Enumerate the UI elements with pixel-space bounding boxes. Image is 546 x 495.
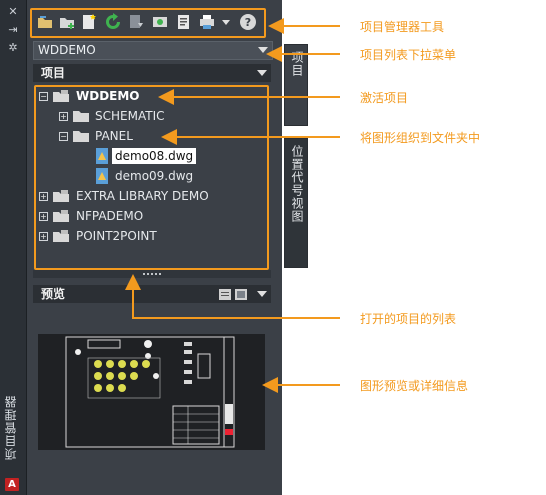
preview-header-label: 预览: [41, 287, 66, 301]
callout-dropdown: 项目列表下拉菜单: [360, 48, 457, 62]
rebuild-icon[interactable]: [151, 13, 169, 31]
dropdown-arrow-icon[interactable]: [221, 13, 231, 31]
projects-header-label: 项目: [41, 66, 66, 80]
project-toolbar: ?: [34, 11, 262, 35]
tree-item-label: PANEL: [95, 129, 133, 143]
project-tree: − WDDEMO + SCHEMATIC − PANEL demo08.dwg …: [33, 82, 271, 268]
expand-icon[interactable]: +: [59, 112, 68, 121]
open-project-icon[interactable]: [36, 13, 54, 31]
project-folder-icon: [53, 190, 69, 202]
project-folder-icon: [53, 230, 69, 242]
help-icon[interactable]: ?: [239, 13, 257, 31]
tab-location-label: 位置代号视图: [290, 145, 304, 223]
expand-icon[interactable]: +: [39, 232, 48, 241]
tree-item-label: POINT2POINT: [76, 229, 157, 243]
drawing-file-icon: [96, 148, 108, 164]
settings-icon[interactable]: ✲: [8, 41, 18, 54]
collapse-icon[interactable]: −: [39, 92, 48, 101]
refresh-icon[interactable]: [104, 13, 122, 31]
callout-toolbar: 项目管理器工具: [360, 20, 445, 34]
project-folder-icon: [53, 210, 69, 222]
callout-organize: 将图形组织到文件夹中: [360, 131, 481, 145]
project-list-dropdown[interactable]: WDDEMO: [33, 41, 273, 60]
details-view-icon[interactable]: [219, 289, 231, 300]
expand-icon[interactable]: +: [39, 192, 48, 201]
toolbar-highlight: [30, 8, 266, 38]
autohide-icon[interactable]: ⇥: [8, 23, 18, 36]
panel-splitter[interactable]: [33, 270, 271, 278]
projects-section-header[interactable]: 项目: [33, 64, 271, 82]
drawing-file-icon: [96, 168, 108, 184]
new-drawing-icon[interactable]: [80, 13, 98, 31]
callout-active-project: 激活项目: [360, 91, 409, 105]
folder-icon: [73, 131, 89, 142]
chevron-down-icon[interactable]: [257, 291, 267, 298]
tab-project[interactable]: 项目: [284, 44, 308, 126]
chevron-down-icon[interactable]: [257, 70, 267, 77]
tab-project-label: 项目: [290, 51, 304, 77]
drawing-preview: [38, 334, 265, 450]
expand-icon[interactable]: +: [39, 212, 48, 221]
callout-open-list: 打开的项目的列表: [360, 312, 457, 326]
project-folder-icon: [53, 90, 69, 102]
tree-item-label: EXTRA LIBRARY DEMO: [76, 189, 209, 203]
grip-icon: [143, 273, 161, 277]
tree-item-label: demo08.dwg: [112, 148, 197, 164]
callout-preview: 图形预览或详细信息: [360, 379, 469, 393]
collapse-icon[interactable]: −: [59, 132, 68, 141]
chevron-down-icon: [258, 47, 268, 53]
preview-view-icon[interactable]: [235, 289, 247, 300]
tree-item-label: SCHEMATIC: [95, 109, 165, 123]
drawing-thumbnail: [65, 336, 235, 448]
properties-icon[interactable]: [175, 13, 193, 31]
left-rail: ✕ ⇥ ✲ 项目管理器 A: [0, 0, 27, 495]
tree-item-label: NFPADEMO: [76, 209, 144, 223]
autocad-logo-icon: A: [5, 478, 19, 491]
update-icon[interactable]: [127, 13, 145, 31]
tree-highlight: [34, 85, 269, 270]
dropdown-value: WDDEMO: [38, 43, 96, 57]
folder-icon: [73, 111, 89, 122]
close-icon[interactable]: ✕: [8, 5, 18, 18]
tab-location-view[interactable]: 位置代号视图: [284, 138, 308, 268]
new-project-icon[interactable]: [58, 13, 76, 31]
svg-text:?: ?: [245, 16, 251, 29]
publish-icon[interactable]: [198, 13, 216, 31]
preview-section-header[interactable]: 预览: [33, 285, 271, 303]
tree-item-label: demo09.dwg: [115, 169, 194, 183]
tree-item-label: WDDEMO: [76, 89, 140, 103]
